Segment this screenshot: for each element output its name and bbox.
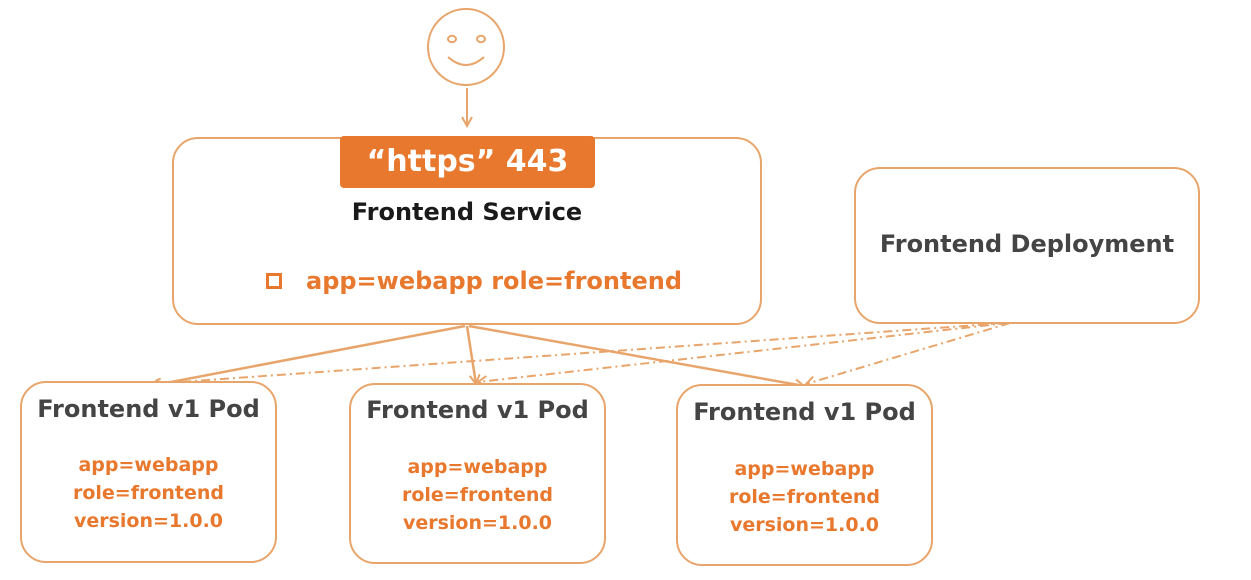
deployment-to-pod-2-arrow (478, 322, 1009, 382)
service-to-pod-1-arrow (150, 324, 466, 386)
pod-1-label-role: role=frontend (72, 482, 225, 504)
pod-2-label-app: app=webapp (407, 456, 548, 478)
pod-3-title: Frontend v1 Pod (693, 398, 916, 426)
pod-1-title: Frontend v1 Pod (37, 395, 260, 423)
frontend-deployment-box (854, 167, 1200, 324)
pod-3-label-version: version=1.0.0 (729, 514, 880, 536)
pod-1-label-version: version=1.0.0 (73, 510, 224, 532)
pod-1-labels: app=webapp role=frontend version=1.0.0 (20, 451, 277, 535)
pod-2-labels: app=webapp role=frontend version=1.0.0 (349, 453, 606, 537)
service-to-pod-3-arrow (468, 324, 804, 386)
pod-2-label-role: role=frontend (401, 484, 554, 506)
pod-3-label-role: role=frontend (728, 486, 881, 508)
pod-2-title: Frontend v1 Pod (366, 396, 589, 424)
pod-box-3 (676, 384, 933, 566)
pod-3-label-app: app=webapp (734, 458, 875, 480)
pod-box-1 (20, 381, 277, 563)
deployment-title: Frontend Deployment (879, 230, 1175, 258)
service-to-pod-2-arrow (465, 325, 476, 384)
service-title: Frontend Service (351, 198, 583, 226)
smiley-face-icon (427, 8, 505, 86)
deployment-to-pod-1-arrow (152, 322, 1007, 384)
deployment-to-pod-3-arrow (806, 322, 1011, 384)
pod-1-label-app: app=webapp (78, 454, 219, 476)
pod-2-label-version: version=1.0.0 (402, 512, 553, 534)
pod-box-2 (349, 383, 606, 564)
service-port-badge: “https” 443 (340, 136, 595, 188)
pod-3-labels: app=webapp role=frontend version=1.0.0 (676, 455, 933, 539)
selector-square-icon (266, 273, 282, 289)
service-selector-label: app=webapp role=frontend (306, 267, 683, 295)
